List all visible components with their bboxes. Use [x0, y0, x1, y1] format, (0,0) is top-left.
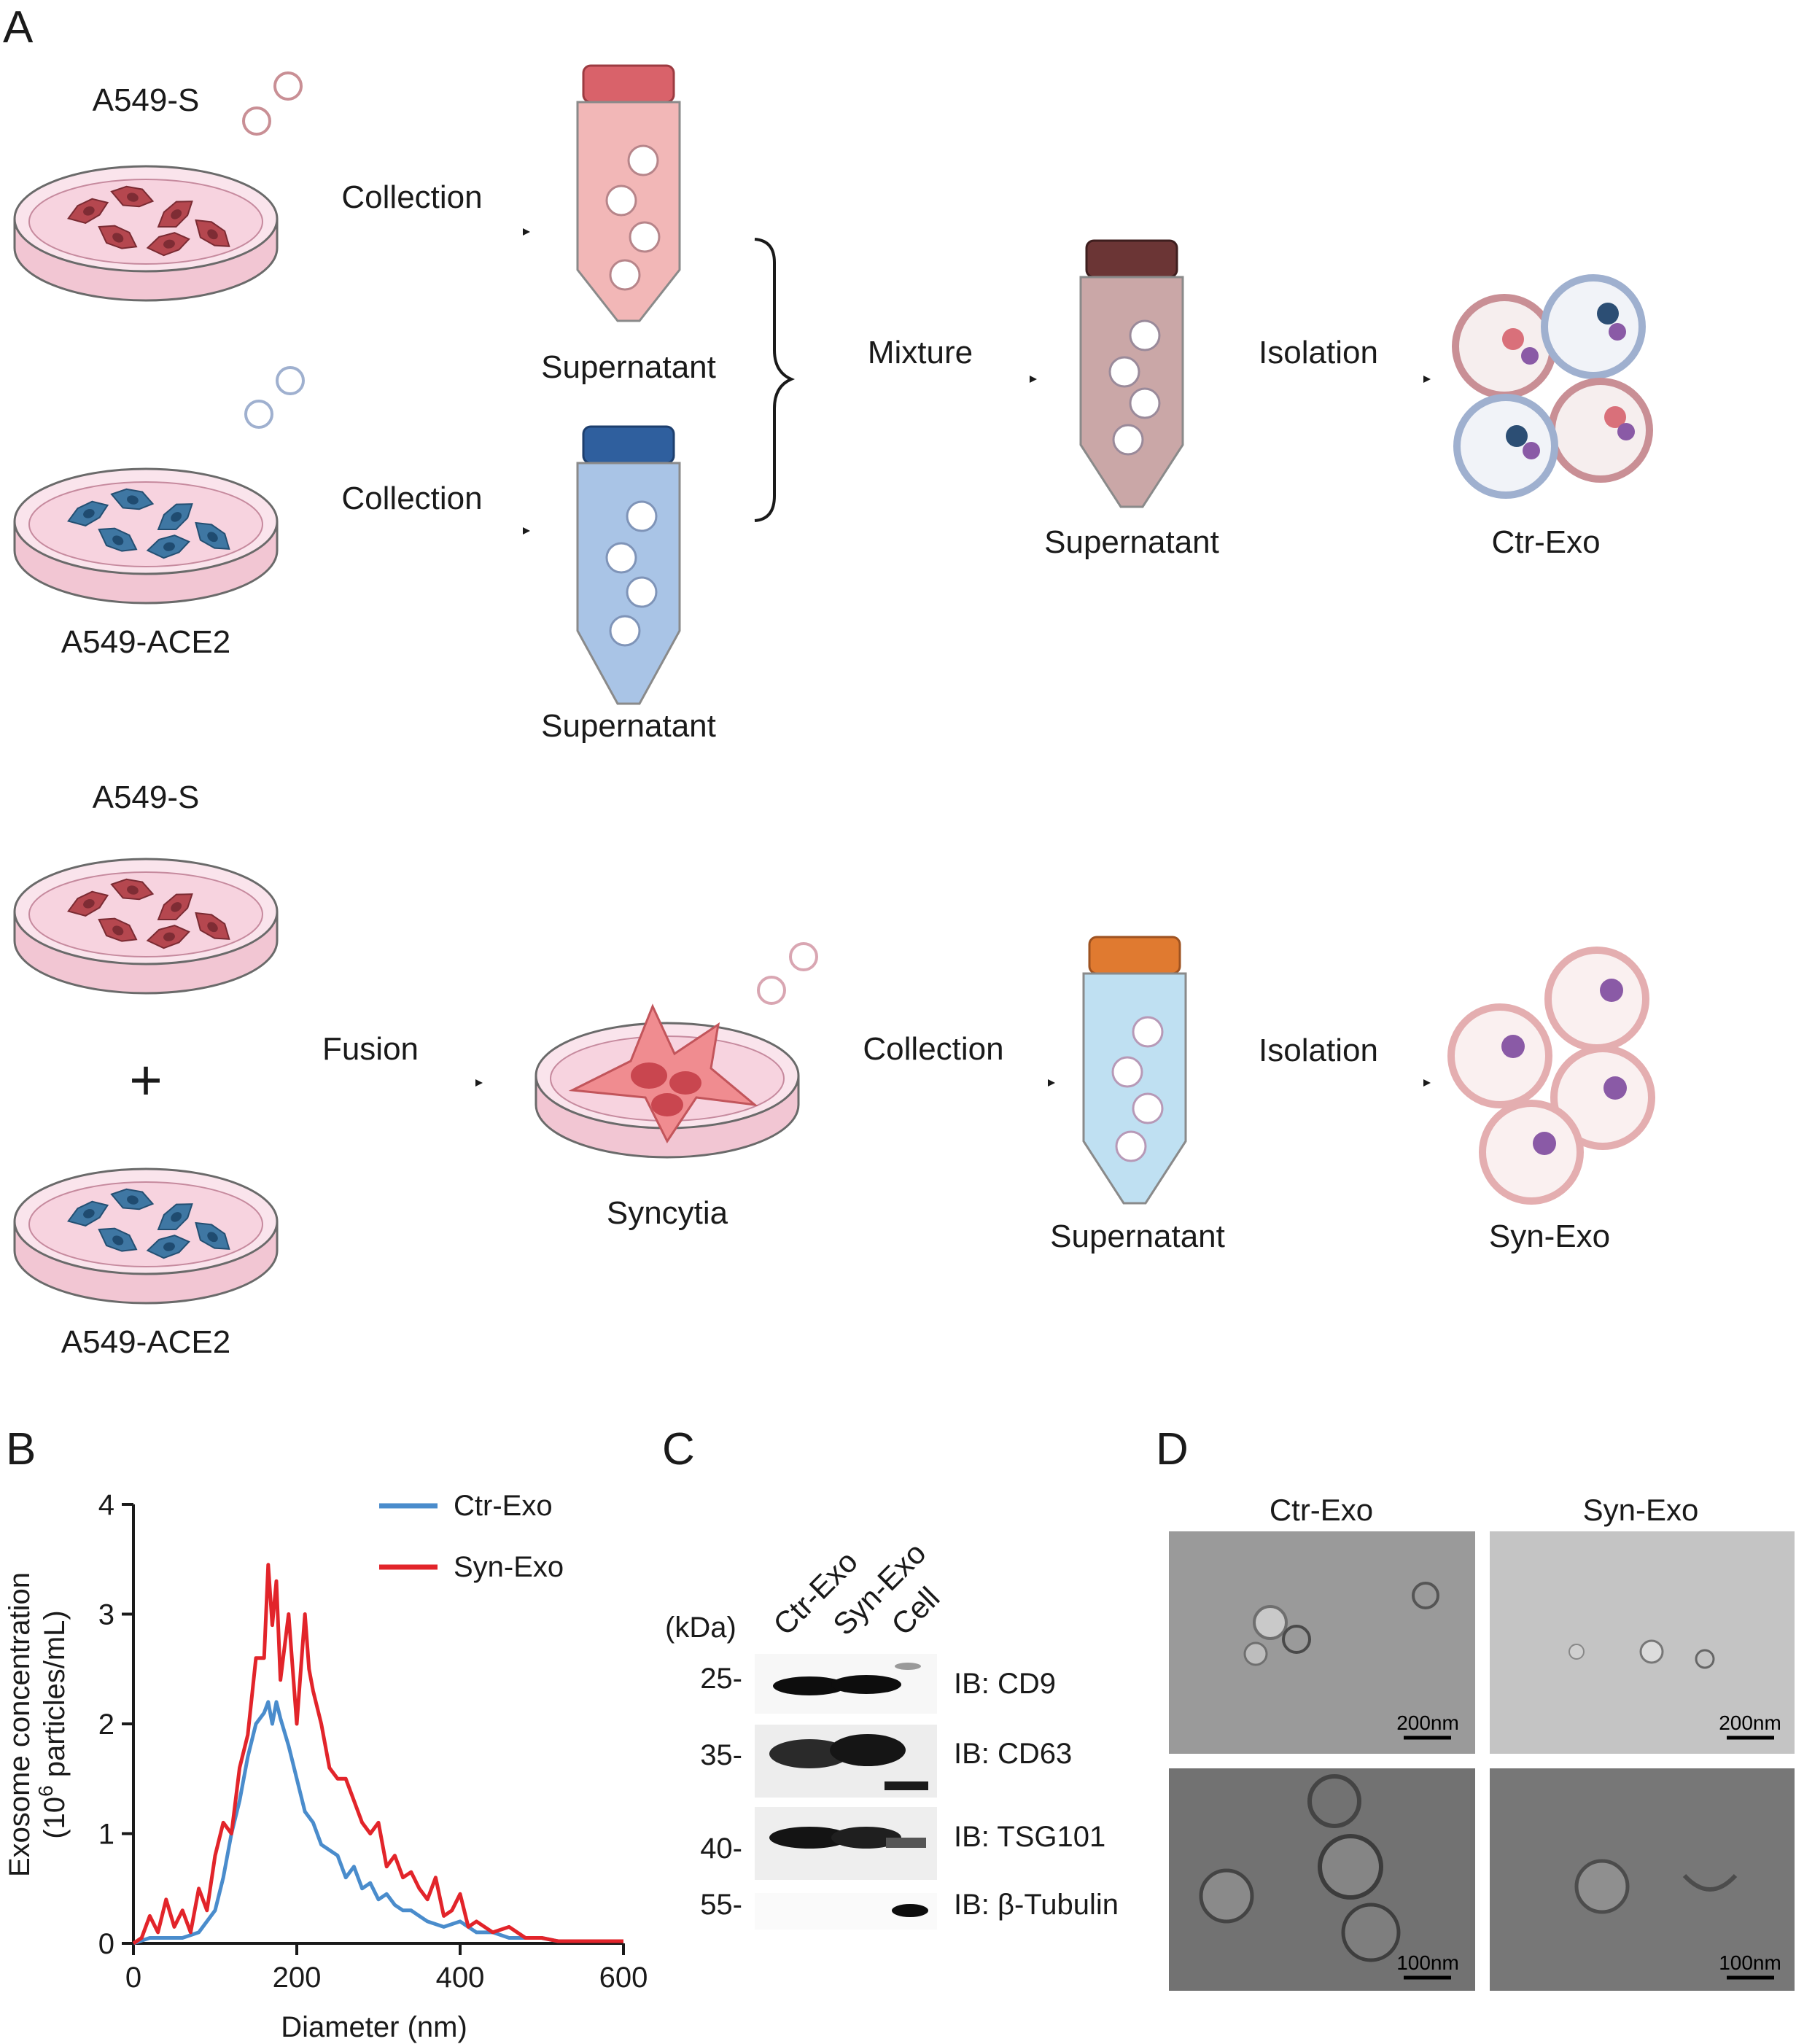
dish-label-syncytia: Syncytia	[607, 1195, 728, 1231]
dish-a549-s-icon	[13, 858, 279, 995]
blot-label-cd63: IB: CD63	[954, 1738, 1072, 1770]
legend-label-syn-exo: Syn-Exo	[454, 1551, 564, 1583]
ctr-exo-cluster-icon	[1452, 274, 1653, 499]
plus-sign: +	[129, 1048, 163, 1112]
syn-exo-cluster-icon	[1447, 947, 1655, 1205]
tem-image-syn-exo-200nm	[1490, 1531, 1795, 1754]
exosome-icon	[757, 942, 818, 1005]
x-tick-label: 400	[436, 1962, 485, 1994]
scale-bar-label: 200nm	[1396, 1711, 1459, 1734]
marker-55: 55-	[700, 1889, 742, 1921]
y-axis-label-line1: Exosome concentration	[4, 1572, 36, 1877]
tube-label-supernatant: Supernatant	[541, 708, 716, 744]
scale-bar-label: 200nm	[1719, 1711, 1781, 1734]
legend-label-ctr-exo: Ctr-Exo	[454, 1490, 553, 1522]
scale-bar-label: 100nm	[1396, 1951, 1459, 1974]
tube-orange-icon	[1082, 936, 1187, 1205]
dish-a549-ace2-icon	[13, 1167, 279, 1305]
exosome-icon	[242, 71, 303, 136]
panel-label-c: C	[662, 1424, 695, 1474]
dish-label-a549-ace2: A549-ACE2	[61, 1324, 230, 1360]
marker-25: 25-	[700, 1663, 742, 1695]
dish-a549-ace2-icon	[13, 467, 279, 605]
step-label-collection: Collection	[341, 481, 482, 516]
scale-bar: 200nm	[1719, 1711, 1781, 1740]
tem-column-syn-exo: Syn-Exo	[1583, 1493, 1699, 1527]
scale-bar: 200nm	[1396, 1711, 1459, 1740]
tube-label-supernatant: Supernatant	[1050, 1219, 1225, 1254]
scale-bar-label: 100nm	[1719, 1951, 1781, 1974]
scale-bar: 100nm	[1719, 1951, 1781, 1980]
blot-label-tsg101: IB: TSG101	[954, 1821, 1105, 1853]
tube-label-supernatant: Supernatant	[1044, 524, 1219, 560]
marker-35: 35-	[700, 1739, 742, 1771]
x-axis-label: Diameter (nm)	[281, 2011, 467, 2043]
tube-label-supernatant: Supernatant	[541, 349, 716, 385]
tube-blue-icon	[576, 425, 681, 705]
dish-label-a549-s: A549-S	[93, 780, 200, 815]
dish-a549-s-icon	[13, 165, 279, 302]
blot-label-beta-tubulin: IB: β-Tubulin	[954, 1889, 1119, 1921]
tube-brown-icon	[1079, 239, 1184, 508]
step-label-isolation: Isolation	[1259, 1033, 1378, 1068]
blot-cd9	[755, 1654, 937, 1714]
y-tick-label: 0	[98, 1928, 114, 1960]
chart-legend: Ctr-Exo Syn-Exo	[379, 1490, 564, 1583]
brace-icon	[754, 238, 796, 522]
step-label-isolation: Isolation	[1259, 335, 1378, 370]
x-tick-label: 200	[273, 1962, 322, 1994]
product-label-syn-exo: Syn-Exo	[1489, 1219, 1610, 1254]
series-line-syn-exo	[132, 1563, 623, 1946]
y-tick-label: 3	[98, 1599, 114, 1631]
y-axis-label-line2: (106 particles/mL)	[34, 1610, 71, 1838]
y-axis-label: Exosome concentration (106 particles/mL)	[4, 1572, 71, 1877]
tem-image-ctr-exo-200nm	[1169, 1531, 1475, 1754]
product-label-ctr-exo: Ctr-Exo	[1491, 524, 1600, 560]
dish-label-a549-ace2: A549-ACE2	[61, 624, 230, 660]
tem-column-ctr-exo: Ctr-Exo	[1270, 1493, 1373, 1527]
scale-bar: 100nm	[1396, 1951, 1459, 1980]
tem-image-ctr-exo-100nm	[1169, 1768, 1475, 1991]
step-label-mixture: Mixture	[868, 335, 973, 370]
y-tick-label: 4	[98, 1489, 114, 1521]
panel-label-d: D	[1156, 1424, 1189, 1474]
step-label-fusion: Fusion	[322, 1031, 419, 1067]
y-tick-label: 2	[98, 1709, 114, 1741]
tube-red-icon	[576, 64, 681, 322]
tem-image-syn-exo-100nm	[1490, 1768, 1795, 1991]
blot-tsg101	[755, 1781, 937, 1880]
y-tick-label: 1	[98, 1819, 114, 1851]
blot-beta-tubulin	[755, 1893, 937, 1930]
x-tick-label: 0	[125, 1962, 141, 1994]
blot-label-cd9: IB: CD9	[954, 1668, 1056, 1700]
dish-syncytia-icon	[534, 1003, 800, 1159]
kda-label: (kDa)	[665, 1612, 736, 1644]
panel-label-a: A	[3, 2, 34, 53]
dish-label-a549-s: A549-S	[93, 82, 200, 118]
series-line-ctr-exo	[133, 1700, 623, 1946]
nta-line-chart: 0 1 2 3 4 0 200 400 600	[98, 1489, 648, 1994]
step-label-collection: Collection	[341, 179, 482, 215]
step-label-collection: Collection	[863, 1031, 1003, 1067]
marker-40: 40-	[700, 1833, 742, 1865]
exosome-icon	[244, 366, 305, 429]
panel-label-b: B	[6, 1424, 36, 1474]
x-tick-label: 600	[599, 1962, 648, 1994]
